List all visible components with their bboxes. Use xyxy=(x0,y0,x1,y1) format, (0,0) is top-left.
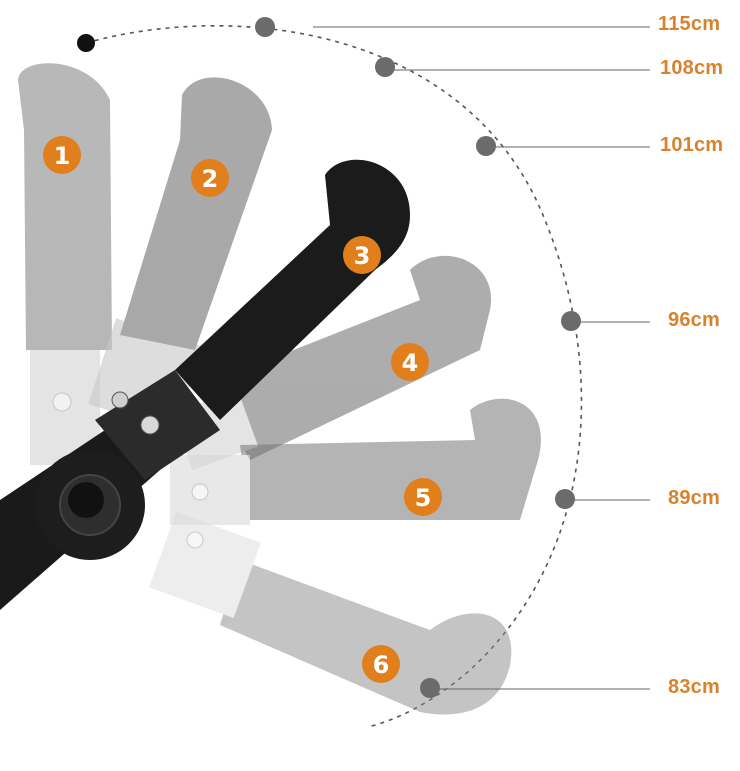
height-label-115: 115cm xyxy=(658,13,721,35)
badge-6-text: 6 xyxy=(373,651,390,679)
height-marker-96 xyxy=(561,311,650,331)
badge-4: 4 xyxy=(391,343,429,381)
arc-start-dot xyxy=(77,34,95,52)
height-marker-83 xyxy=(420,678,650,698)
badge-1-text: 1 xyxy=(54,142,71,170)
height-label-96: 96cm xyxy=(668,309,720,331)
badge-6: 6 xyxy=(362,645,400,683)
badge-4-text: 4 xyxy=(402,349,419,377)
badge-2: 2 xyxy=(191,159,229,197)
badge-5: 5 xyxy=(404,478,442,516)
handle-position-6 xyxy=(149,512,512,715)
handle-position-1 xyxy=(18,63,112,465)
badge-2-text: 2 xyxy=(202,165,219,193)
height-label-101: 101cm xyxy=(660,134,724,156)
badge-3-text: 3 xyxy=(354,242,371,270)
height-label-89: 89cm xyxy=(668,487,720,509)
height-marker-108 xyxy=(375,57,650,77)
hinge-knob xyxy=(35,450,145,560)
height-marker-89 xyxy=(555,489,650,509)
height-marker-115 xyxy=(255,17,650,37)
handle-position-5 xyxy=(170,398,541,525)
badge-5-text: 5 xyxy=(415,484,432,512)
height-label-108: 108cm xyxy=(660,57,724,79)
badge-1: 1 xyxy=(43,136,81,174)
height-label-83: 83cm xyxy=(668,676,720,698)
height-marker-101 xyxy=(476,136,650,156)
badge-3: 3 xyxy=(343,236,381,274)
